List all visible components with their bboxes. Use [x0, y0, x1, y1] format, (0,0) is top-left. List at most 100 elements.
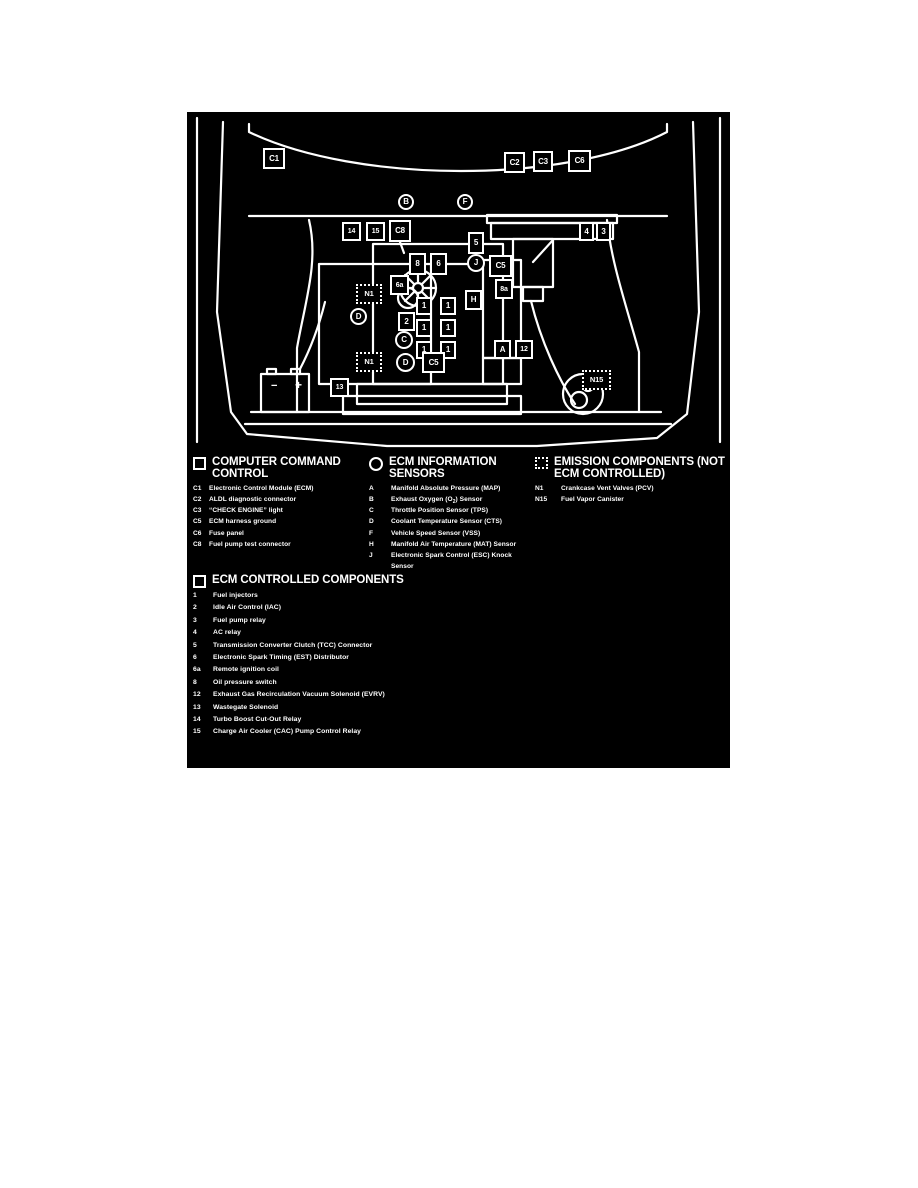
- engine-bay-lineart: [195, 116, 722, 448]
- legend-item-text: Oil pressure switch: [213, 678, 277, 686]
- callout-injector-1c[interactable]: 1: [416, 319, 432, 337]
- callout-8a[interactable]: 8a: [495, 279, 513, 299]
- legend-item-text: Manifold Absolute Pressure (MAP): [391, 484, 501, 492]
- callout-c5-bottom[interactable]: C5: [422, 352, 445, 373]
- callout-c8[interactable]: C8: [389, 220, 411, 242]
- legend-item-text: Electronic Spark Control (ESC) Knock: [391, 551, 512, 559]
- legend-group-title: ECM CONTROLLED COMPONENTS: [212, 574, 404, 586]
- legend-item-text: Sensor: [391, 563, 414, 571]
- callout-13[interactable]: 13: [330, 378, 349, 397]
- legend-item-text: Fuel pump test connector: [209, 540, 291, 548]
- legend-item[interactable]: C5 ECM harness ground: [193, 519, 369, 526]
- legend-item-code: 3: [193, 616, 197, 624]
- callout-8[interactable]: 8: [409, 253, 426, 275]
- callout-15[interactable]: 15: [366, 222, 385, 241]
- callout-3[interactable]: 3: [596, 222, 611, 241]
- legend-group-header: ECM CONTROLLED COMPONENTS: [193, 574, 533, 588]
- legend-group-header: EMISSION COMPONENTS (NOT ECM CONTROLLED): [535, 456, 730, 481]
- battery-positive-terminal: +: [295, 378, 303, 392]
- callout-c[interactable]: C: [395, 331, 413, 349]
- legend-item-text: Wastegate Solenoid: [213, 703, 279, 711]
- engine-bay-illustration: C1 C2 C3 C6 B F 14 15 C8 4 3 5 8 6 J C5 …: [187, 112, 730, 452]
- callout-12[interactable]: 12: [515, 340, 533, 359]
- callout-6a[interactable]: 6a: [390, 275, 409, 295]
- callout-n1-lower[interactable]: N1: [356, 352, 382, 372]
- callout-d-left[interactable]: D: [350, 308, 367, 325]
- legend-item-text: AC relay: [213, 629, 241, 637]
- legend-item-text: ECM harness ground: [209, 518, 277, 526]
- callout-a[interactable]: A: [494, 340, 511, 359]
- legend-item-code: C5: [193, 518, 202, 526]
- callout-injector-1d[interactable]: 1: [440, 319, 456, 337]
- callout-c5-top[interactable]: C5: [489, 255, 512, 277]
- legend-item-code: F: [369, 529, 374, 537]
- legend-group-emission-components: EMISSION COMPONENTS (NOT ECM CONTROLLED)…: [535, 456, 730, 508]
- legend-item-code: C2: [193, 496, 202, 503]
- legend-group-header: COMPUTER COMMAND CONTROL: [193, 456, 369, 481]
- callout-2[interactable]: 2: [398, 312, 415, 331]
- battery-negative-terminal: −: [271, 380, 278, 392]
- legend-item-code: C: [369, 507, 374, 515]
- callout-b[interactable]: B: [398, 194, 414, 210]
- legend-group-title: ECM INFORMATION SENSORS: [389, 456, 497, 481]
- legend-item[interactable]: F Vehicle Speed Sensor (VSS): [369, 529, 549, 538]
- legend-item[interactable]: 4 AC relay: [193, 629, 533, 637]
- legend-item-code: 4: [193, 629, 197, 637]
- callout-6[interactable]: 6: [430, 253, 447, 275]
- callout-4[interactable]: 4: [579, 222, 594, 241]
- legend-item-text: Vehicle Speed Sensor (VSS): [391, 529, 481, 537]
- callout-h[interactable]: H: [465, 290, 482, 310]
- legend-item-code: C3: [193, 507, 202, 515]
- legend-item-text: Electronic Control Module (ECM): [209, 484, 314, 492]
- legend-item[interactable]: C Throttle Position Sensor (TPS): [369, 508, 549, 515]
- legend-item-text: ALDL diagnostic connector: [209, 496, 297, 503]
- callout-c6[interactable]: C6: [568, 150, 591, 172]
- legend-item[interactable]: C2 ALDL diagnostic connector: [193, 496, 369, 504]
- legend-item[interactable]: C3“CHECK ENGINE” light: [193, 508, 369, 515]
- callout-5[interactable]: 5: [468, 232, 484, 254]
- callout-14[interactable]: 14: [342, 222, 361, 241]
- callout-j[interactable]: J: [467, 254, 485, 272]
- callout-n1-upper[interactable]: N1: [356, 284, 382, 304]
- legend-item-text: Throttle Position Sensor (TPS): [391, 507, 489, 515]
- callout-injector-1b[interactable]: 1: [440, 297, 456, 315]
- callout-injector-1a[interactable]: 1: [416, 297, 432, 315]
- callout-c1[interactable]: C1: [263, 148, 285, 169]
- callout-d[interactable]: D: [396, 353, 415, 372]
- callout-n15[interactable]: N15: [582, 370, 611, 390]
- callout-c2[interactable]: C2: [504, 152, 525, 173]
- legend-item-continuation: Sensor: [369, 564, 549, 571]
- legend-item-text: Turbo Boost Cut-Out Relay: [213, 715, 302, 723]
- callout-c3[interactable]: C3: [533, 151, 553, 172]
- legend-item-text: Coolant Temperature Sensor (CTS): [391, 518, 503, 526]
- legend-item-code: C6: [193, 529, 202, 537]
- callout-f[interactable]: F: [457, 194, 473, 210]
- legend-item-code: 15: [193, 728, 201, 736]
